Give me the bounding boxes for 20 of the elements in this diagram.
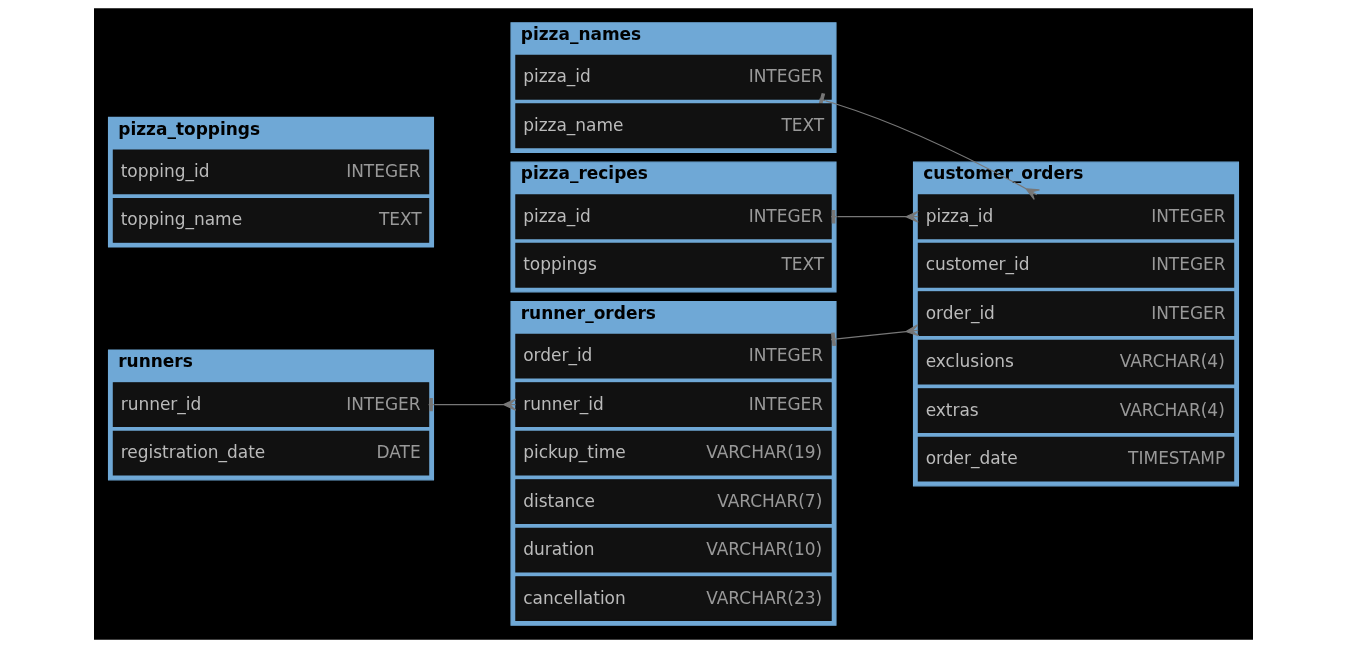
node-box: topping_id INTEGER bbox=[112, 149, 429, 195]
node-box: pizza_name TEXT bbox=[514, 103, 832, 149]
node-box: customer_id INTEGER bbox=[917, 242, 1234, 288]
node-box: toppings TEXT bbox=[514, 242, 832, 288]
node-box: exclusions VARCHAR(4) bbox=[917, 339, 1234, 385]
node-box: runner_id INTEGER bbox=[112, 382, 429, 428]
node-box: order_id INTEGER bbox=[514, 333, 832, 379]
node-box: distance VARCHAR(7) bbox=[514, 479, 832, 525]
node-box: runner_id INTEGER bbox=[514, 382, 832, 428]
node-box: order_date TIMESTAMP bbox=[917, 436, 1234, 482]
connector bbox=[830, 324, 919, 347]
node-box: duration VARCHAR(10) bbox=[514, 527, 832, 573]
node-box: extras VARCHAR(4) bbox=[917, 388, 1234, 434]
node-box: pizza_id INTEGER bbox=[917, 194, 1234, 240]
node-box: registration_date DATE bbox=[112, 430, 429, 476]
node-box: pickup_time VARCHAR(19) bbox=[514, 430, 832, 476]
node-box: topping_name TEXT bbox=[112, 197, 429, 243]
node-box: pizza_id INTEGER bbox=[514, 194, 832, 240]
node-box: cancellation VARCHAR(23) bbox=[514, 576, 832, 622]
node-box: order_id INTEGER bbox=[917, 291, 1234, 337]
